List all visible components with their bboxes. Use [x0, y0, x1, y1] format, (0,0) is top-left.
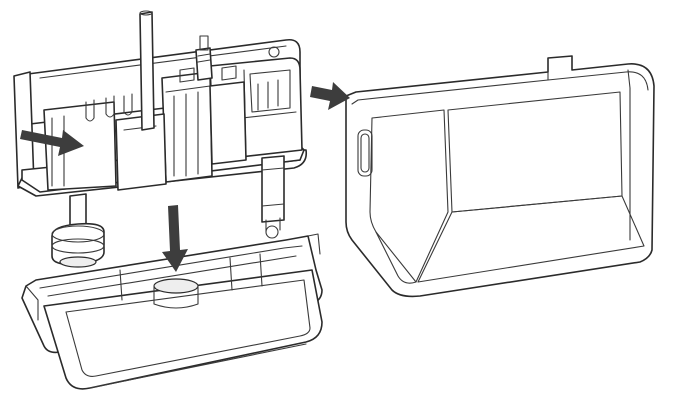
- arrow-to-cover: [310, 82, 350, 110]
- arrow-to-tray: [162, 205, 188, 272]
- pump-unit: [13, 35, 308, 239]
- reservoir-tray: [21, 233, 323, 390]
- float-sensor: [51, 193, 105, 268]
- discharge-tube: [139, 10, 155, 131]
- arrow-into-unit: [20, 130, 84, 156]
- side-cover: [345, 55, 655, 298]
